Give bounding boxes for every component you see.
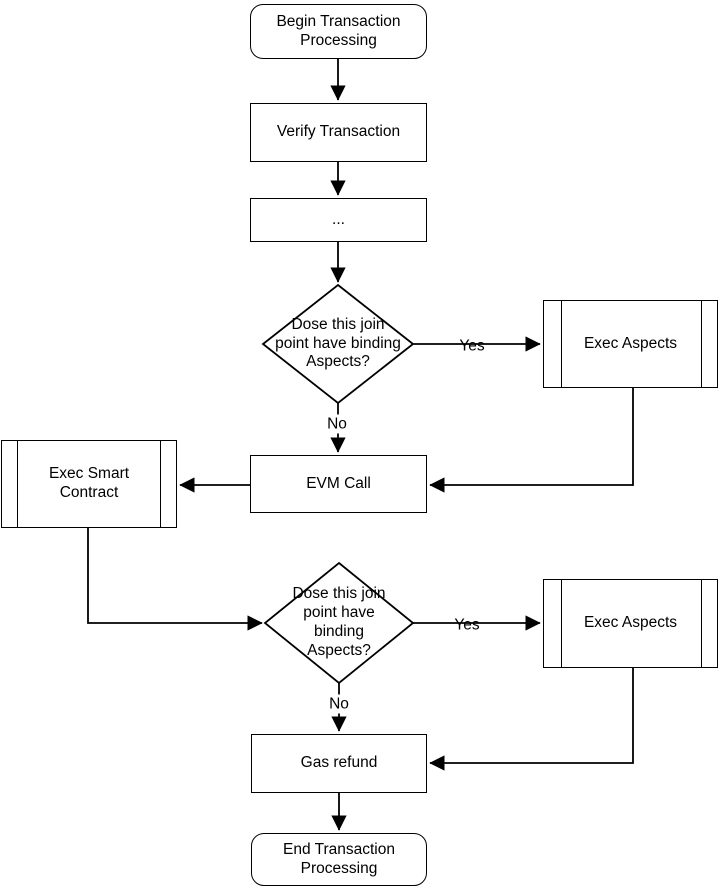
process-bar-right (160, 441, 161, 527)
edge-execaspects2-to-gasrefund (429, 668, 633, 771)
node-verify-transaction-label: Verify Transaction (276, 123, 401, 141)
node-evm-call-label: EVM Call (306, 474, 371, 492)
node-gas-refund: Gas refund (251, 734, 427, 793)
node-begin-transaction-label: Begin Transaction Processing (276, 12, 401, 49)
process-bar-left (561, 580, 562, 667)
process-bar-right (701, 301, 702, 387)
node-ellipsis-label: ... (332, 210, 345, 228)
node-exec-aspects-2-label: Exec Aspects (583, 614, 678, 632)
node-exec-aspects-2: Exec Aspects (543, 579, 718, 668)
process-bar-right (701, 580, 702, 667)
process-bar-left (17, 441, 18, 527)
node-gas-refund-label: Gas refund (300, 754, 378, 772)
node-ellipsis: ... (250, 198, 427, 242)
node-exec-aspects-1: Exec Aspects (543, 300, 718, 388)
node-exec-smart-contract-label: Exec Smart Contract (48, 465, 130, 501)
edge-execaspects1-to-evmcall (429, 388, 633, 493)
node-exec-aspects-1-label: Exec Aspects (583, 334, 678, 352)
edge-execsmart-to-decision2 (88, 528, 263, 631)
node-evm-call: EVM Call (250, 455, 427, 513)
node-end-transaction-label: End Transaction Processing (282, 840, 395, 877)
node-begin-transaction: Begin Transaction Processing (250, 4, 427, 59)
process-bar-left (561, 301, 562, 387)
decision1-diamond (263, 285, 413, 403)
decision2-diamond (265, 563, 413, 683)
node-verify-transaction: Verify Transaction (250, 103, 427, 162)
node-end-transaction: End Transaction Processing (251, 833, 427, 886)
node-exec-smart-contract: Exec Smart Contract (1, 440, 177, 528)
